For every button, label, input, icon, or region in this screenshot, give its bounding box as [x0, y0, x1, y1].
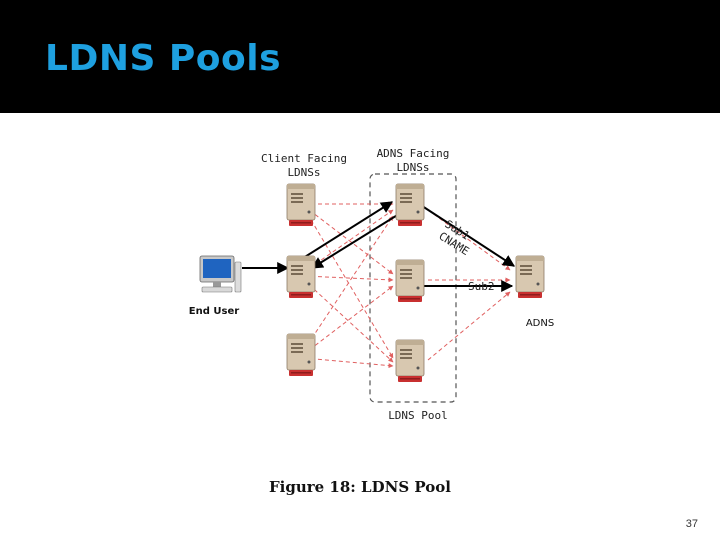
ldns-pool-label: LDNS Pool: [388, 409, 448, 422]
client-ldns-server-3: [286, 333, 316, 377]
adns-label: ADNS: [526, 318, 554, 329]
ldns-pool-box: [369, 173, 457, 403]
adns-facing-ldns-server-3: [395, 339, 425, 383]
adns-server: [515, 255, 545, 299]
dashed-query-lines: [303, 201, 511, 369]
figure-caption: Figure 18: LDNS Pool: [269, 478, 451, 496]
main-flow-arrows: [242, 201, 516, 292]
computer-icon: [199, 255, 242, 293]
adns-facing-ldns-server-2: [395, 259, 425, 303]
adns-facing-ldns-server-1: [395, 183, 425, 227]
client-ldns-server-1: [286, 183, 316, 227]
slide-number: 37: [685, 518, 698, 530]
client-ldns-server-2: [286, 255, 316, 299]
end-user-label: End User: [189, 306, 239, 317]
title-bar: LDNS Pools: [0, 0, 720, 113]
slide-title: LDNS Pools: [45, 38, 282, 79]
sub2-label: Sub2: [468, 280, 495, 293]
